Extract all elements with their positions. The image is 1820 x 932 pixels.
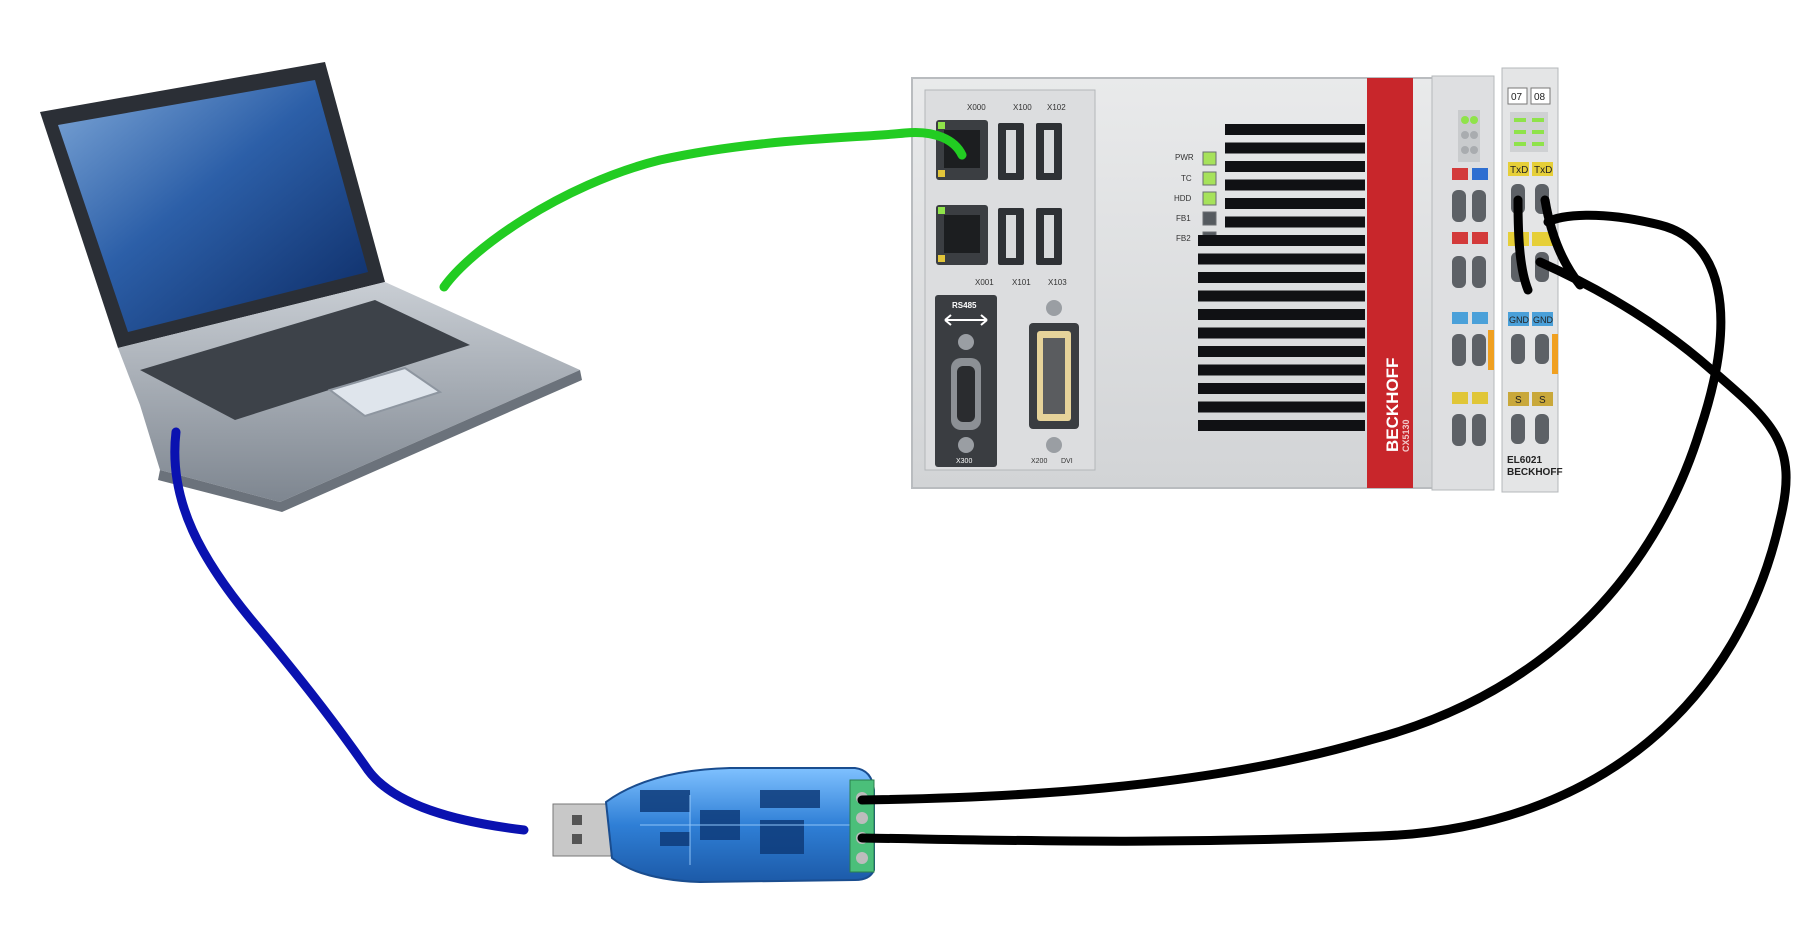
cooling-fin: [1198, 235, 1365, 246]
serial-cable-a: [857, 210, 1726, 805]
laptop: [40, 62, 582, 512]
shield-label-1: S: [1515, 395, 1522, 406]
usb-port-x100[interactable]: [998, 123, 1024, 180]
cooling-fin: [1198, 272, 1365, 283]
label-rs485: RS485: [952, 301, 977, 310]
label-x000: X000: [967, 103, 986, 112]
shield-label-2: S: [1539, 395, 1546, 406]
label-x200: X200: [1031, 458, 1047, 465]
txd-label-1: TxD: [1510, 165, 1528, 176]
laptop-screen: [58, 80, 368, 332]
cooling-fins: [1198, 124, 1365, 431]
cooling-fin: [1198, 327, 1365, 339]
plc-brand-label: BECKHOFF: [1383, 358, 1402, 452]
cooling-fin: [1225, 216, 1365, 228]
screw-icon: [1046, 300, 1062, 316]
led-pwr: [1202, 151, 1217, 166]
laptop-keyboard: [140, 300, 470, 420]
cooling-fin: [1198, 253, 1365, 265]
led-label-tc: TC: [1181, 174, 1192, 183]
led-label-fb2: FB2: [1176, 234, 1191, 243]
usb-plug[interactable]: [552, 803, 612, 857]
led-tc: [1202, 171, 1217, 186]
label-x100: X100: [1013, 103, 1032, 112]
laptop-touchpad: [327, 366, 443, 418]
label-dvi: DVI: [1061, 458, 1073, 465]
screw-icon: [958, 437, 974, 453]
terminal-model-label: EL6021: [1507, 455, 1542, 466]
led-label-pwr: PWR: [1175, 153, 1194, 162]
label-x300: X300: [956, 458, 972, 465]
txd-label-2: TxD: [1534, 165, 1552, 176]
power-supply-module: [1431, 75, 1495, 491]
label-x103: X103: [1048, 278, 1067, 287]
terminal-brand-label: BECKHOFF: [1507, 467, 1563, 478]
serial-cable-b: [857, 257, 1791, 846]
circuit-board: [640, 790, 860, 865]
brand-stripe: [1367, 78, 1413, 488]
cooling-fin: [1198, 420, 1365, 431]
dvi-port-x200[interactable]: [1029, 323, 1079, 429]
usb-port-x103[interactable]: [1036, 208, 1062, 265]
terminal-block: [849, 779, 875, 873]
plc-controller: X000 X100 X102 X001 X101 X103 RS485: [911, 67, 1563, 493]
cooling-fin: [1225, 161, 1365, 172]
led-label-fb1: FB1: [1176, 214, 1191, 223]
gnd-label-1: GND: [1509, 315, 1530, 325]
cooling-fin: [1198, 309, 1365, 320]
led-fb1: [1202, 211, 1217, 226]
screw-icon: [958, 334, 974, 350]
serial-cable-lead-2: [1540, 195, 1585, 290]
status-led-panel: PWR TC HDD FB1 FB2: [1174, 151, 1217, 246]
usb-port-x101[interactable]: [998, 208, 1024, 265]
gnd-label-2: GND: [1533, 315, 1554, 325]
usb-rs485-adapter: [552, 767, 875, 884]
cooling-fin: [1225, 142, 1365, 154]
ethernet-cable: [439, 127, 967, 292]
terminal-screw-d[interactable]: [856, 852, 868, 864]
label-x101: X101: [1012, 278, 1031, 287]
cooling-fin: [1225, 124, 1365, 135]
cooling-fin: [1198, 401, 1365, 413]
cooling-fin: [1198, 290, 1365, 302]
led-hdd: [1202, 191, 1217, 206]
terminal-screw-b[interactable]: [856, 812, 868, 824]
bidirectional-arrow-icon: [944, 314, 988, 326]
led-label-hdd: HDD: [1174, 194, 1192, 203]
plc-model-label: CX5130: [1401, 419, 1411, 452]
usb-cable: [170, 427, 529, 835]
cooling-fin: [1198, 364, 1365, 376]
label-x001: X001: [975, 278, 994, 287]
cooling-fin: [1198, 346, 1365, 357]
slot-label-07: 07: [1511, 92, 1523, 103]
cooling-fin: [1198, 383, 1365, 394]
serial-cable-lead-1: [1513, 195, 1533, 295]
slot-label-08: 08: [1534, 92, 1546, 103]
db9-port-x300[interactable]: [951, 358, 981, 430]
cooling-fin: [1225, 179, 1365, 191]
cooling-fin: [1225, 198, 1365, 209]
screw-icon: [1046, 437, 1062, 453]
usb-port-x102[interactable]: [1036, 123, 1062, 180]
label-x102: X102: [1047, 103, 1066, 112]
el6021-terminal: 07 08 TxD TxD GND GND S S EL6021 BECKHOF…: [1501, 67, 1563, 493]
ethernet-port-x001[interactable]: [936, 205, 988, 265]
